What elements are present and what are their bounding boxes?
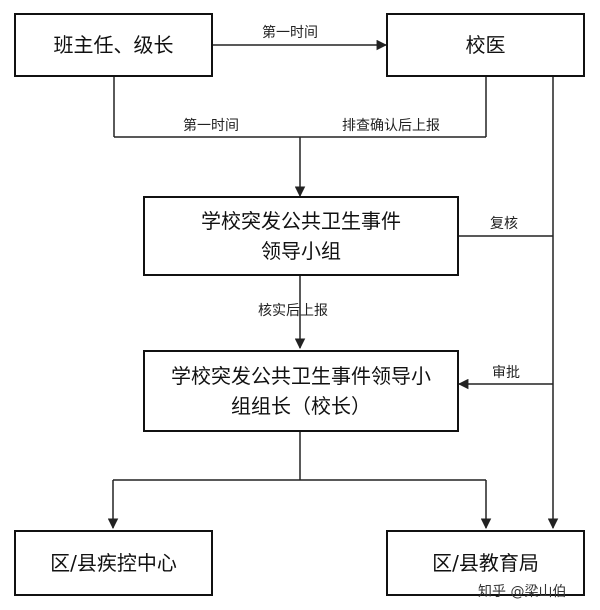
edge-label-approve: 审批 — [492, 365, 520, 381]
node-cdc: 区/县疾控中心 — [14, 530, 213, 596]
node-group-leader: 学校突发公共卫生事件领导小 组组长（校长） — [143, 350, 459, 432]
node-group-leader-line2: 组组长（校长） — [231, 394, 371, 418]
edge-label-review: 复核 — [490, 216, 518, 232]
node-leading-group-line1: 学校突发公共卫生事件 — [201, 209, 401, 233]
node-school-doctor: 校医 — [386, 13, 585, 77]
node-leading-group: 学校突发公共卫生事件 领导小组 — [143, 196, 459, 276]
edge-label-first-time-mid: 第一时间 — [183, 118, 239, 134]
node-cdc-label: 区/县疾控中心 — [50, 551, 177, 575]
node-education-bureau: 区/县教育局 — [386, 530, 585, 596]
edge-label-check-report: 排查确认后上报 — [342, 118, 440, 134]
node-school-doctor-label: 校医 — [465, 33, 506, 57]
edge-label-first-time-top: 第一时间 — [262, 25, 318, 41]
node-education-bureau-label: 区/县教育局 — [432, 551, 539, 575]
node-leading-group-line2: 领导小组 — [261, 239, 341, 263]
node-headteacher: 班主任、级长 — [14, 13, 213, 77]
node-group-leader-line1: 学校突发公共卫生事件领导小 — [171, 364, 431, 388]
node-headteacher-label: 班主任、级长 — [53, 33, 174, 57]
edge-label-verify-report: 核实后上报 — [258, 303, 328, 319]
watermark: 知乎 @梁山伯 — [478, 584, 567, 600]
